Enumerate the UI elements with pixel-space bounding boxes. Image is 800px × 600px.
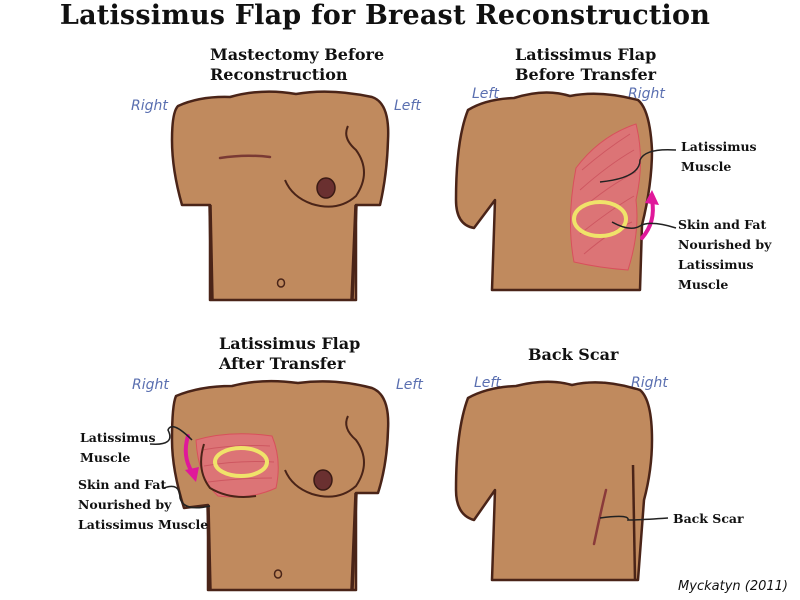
panel-2-skin-label-line2: Nourished by (678, 237, 772, 252)
panel-2-muscle-label-line1: Latissimus (681, 139, 757, 154)
panel-3-muscle-label: Latissimus Muscle (80, 428, 156, 468)
panel-2-title-line1: Latissimus Flap (515, 45, 657, 64)
panel-1-title-line1: Mastectomy Before (210, 45, 385, 64)
panel-2-muscle-label: Latissimus Muscle (681, 137, 757, 177)
panel-4-side-left: Left (474, 375, 501, 391)
panel-1-torso-body (170, 90, 390, 302)
panel-2-side-right: Right (628, 86, 665, 102)
panel-3-title: Latissimus Flap After Transfer (219, 334, 360, 374)
panel-3-skin-leader (163, 485, 211, 509)
author-credit: Myckatyn (2011) (678, 579, 788, 594)
panel-3-skin-label-line3: Latissimus Muscle (78, 517, 209, 532)
panel-3-left-armpit (350, 492, 358, 591)
panel-2-skin-label-line1: Skin and Fat (678, 217, 767, 232)
panel-2-arrow-head (645, 190, 659, 205)
panel-3-skin-label-line1: Skin and Fat (78, 477, 167, 492)
panel-3-arrow-head (185, 467, 199, 482)
panel-3-side-right: Left (396, 377, 423, 393)
panel-4-scar-label: Back Scar (673, 511, 744, 526)
panel-1-side-right: Left (394, 98, 421, 114)
panel-2-skin-leader (611, 221, 677, 229)
panel-2-skin-paddle (572, 200, 628, 238)
panel-3-nipple (313, 469, 333, 491)
panel-3-right-armpit (206, 504, 212, 591)
panel-3-breast-left (284, 415, 365, 498)
panel-1-torso (170, 90, 390, 302)
panel-2-skin-label-line3: Latissimus (678, 257, 754, 272)
panel-3-torso-body (170, 379, 390, 592)
panel-1-nipple (316, 177, 336, 199)
panel-2-muscle-label-line2: Muscle (681, 159, 732, 174)
panel-1-navel (276, 278, 286, 288)
panel-3-side-left: Right (132, 377, 169, 393)
panel-1-breast-outline (284, 125, 365, 208)
panel-2-title-line2: Before Transfer (515, 65, 657, 84)
panel-4-torso-body (454, 380, 654, 582)
panel-2-torso (454, 91, 677, 292)
panel-4-torso (454, 380, 669, 582)
panel-1-side-left: Right (131, 98, 168, 114)
panel-4-scar-leader (599, 515, 669, 521)
page-title: Latissimus Flap for Breast Reconstructio… (59, 0, 711, 31)
panel-2-muscle-leader (599, 148, 677, 183)
panel-3-torso (149, 379, 390, 592)
panel-1-title: Mastectomy Before Reconstruction (210, 45, 384, 85)
panel-4-title-line1: Back Scar (528, 345, 619, 364)
panel-3-muscle-label-line1: Latissimus (80, 430, 156, 445)
panel-3-muscle-leader (149, 425, 193, 445)
panel-4-side-right: Right (631, 375, 668, 391)
panel-3-title-line2: After Transfer (219, 354, 346, 373)
panel-3-title-line1: Latissimus Flap (219, 334, 361, 353)
panel-2-title: Latissimus Flap Before Transfer (515, 45, 656, 85)
panel-4-right-side-line (631, 464, 637, 581)
panel-1-mastectomy-scar (218, 154, 272, 160)
panel-2-side-left: Left (472, 86, 499, 102)
panel-4-title: Back Scar (528, 345, 618, 365)
panel-3-navel (273, 569, 283, 579)
panel-3-skin-paddle (213, 446, 269, 478)
panel-3-muscle-label-line2: Muscle (80, 450, 131, 465)
panel-2-skin-label: Skin and Fat Nourished by Latissimus Mus… (678, 215, 771, 295)
panel-2-skin-label-line4: Muscle (678, 277, 729, 292)
panel-4-back-scar (592, 488, 608, 546)
panel-1-right-armpit (208, 204, 214, 301)
panel-3-skin-label-line2: Nourished by (78, 497, 172, 512)
panel-1-left-armpit (350, 204, 358, 301)
panel-1-title-line2: Reconstruction (210, 65, 348, 84)
panel-3-skin-label: Skin and Fat Nourished by Latissimus Mus… (78, 475, 208, 535)
panel-3-breast-right (200, 443, 257, 498)
